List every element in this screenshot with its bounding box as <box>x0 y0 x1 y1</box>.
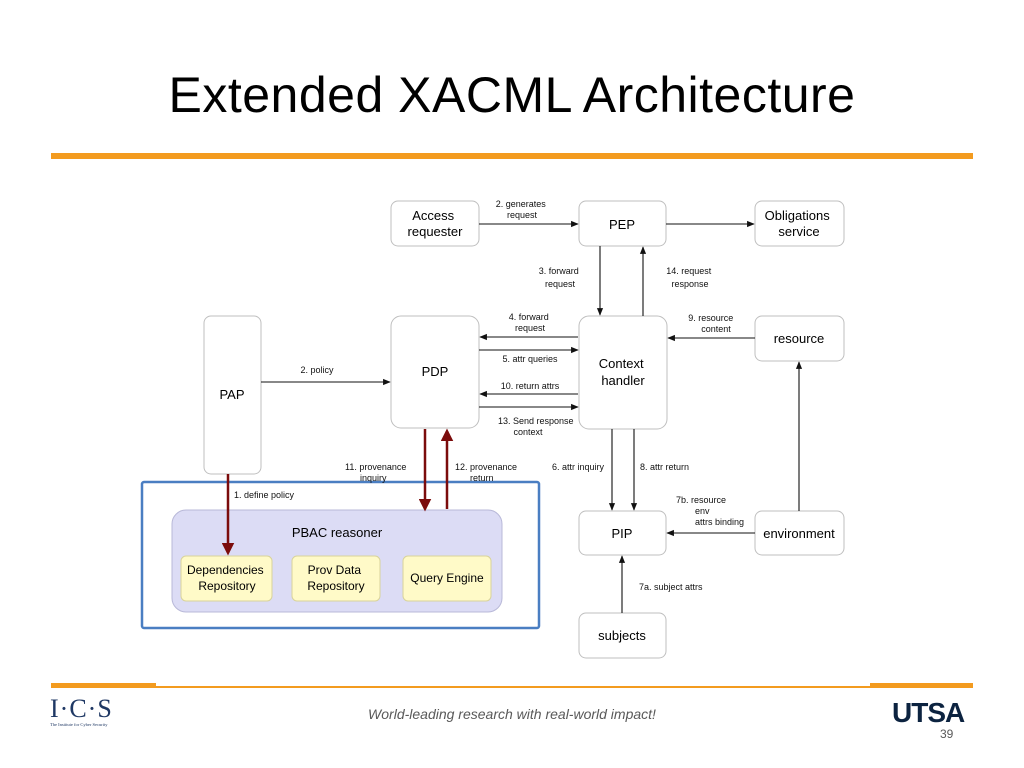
ics-logo: I·C·S The Institute for Cyber Security <box>50 696 120 736</box>
context-handler-label: Context handler <box>599 356 647 388</box>
utsa-logo: UTSA <box>892 697 965 728</box>
footer-tagline: World-leading research with real-world i… <box>368 706 656 722</box>
access-requester-label: Access requester <box>408 208 464 239</box>
prov-data-repository-label: Prov Data Repository <box>307 563 364 593</box>
title-divider <box>51 153 973 159</box>
label-forward-request-4: 4. forward request <box>509 312 552 333</box>
label-subject-attrs-7a: 7a. subject attrs <box>639 582 703 592</box>
pdp-box <box>390 315 480 429</box>
obligations-service-box <box>754 200 845 247</box>
pip-label: PIP <box>612 526 633 541</box>
footer-accent-right <box>870 683 973 688</box>
label-provenance-return-12: 12. provenance return <box>455 462 520 483</box>
label-provenance-inquiry-11: 11. provenance inquiry <box>345 462 409 483</box>
label-attr-queries-5: 5. attr queries <box>502 354 558 364</box>
provenance-extension-group <box>140 480 541 630</box>
pbac-reasoner-label: PBAC reasoner <box>292 525 383 540</box>
pep-label: PEP <box>609 217 635 232</box>
prov-data-repository-box <box>291 555 381 602</box>
dependencies-repository-box <box>180 555 273 602</box>
query-engine-label: Query Engine <box>410 571 484 585</box>
label-send-response-13: 13. Send response context <box>498 416 576 437</box>
ics-logo-letters: I·C·S <box>50 694 113 723</box>
obligations-service-label: Obligations service <box>765 208 834 239</box>
dependencies-repository-label: Dependencies Repository <box>187 563 267 593</box>
label-policy-2: 2. policy <box>300 365 334 375</box>
pip-box <box>578 510 667 556</box>
label-resource-content-9: 9. resource content <box>688 313 736 334</box>
environment-label: environment <box>763 526 835 541</box>
footer-accent-left <box>51 683 156 688</box>
slide-title: Extended XACML Architecture <box>168 67 856 123</box>
label-resource-env-binding-7b: 7b. resource env attrs binding <box>676 495 744 527</box>
label-define-policy-1: 1. define policy <box>234 490 295 500</box>
label-request-response-14: 14. request response <box>666 266 714 289</box>
subjects-label: subjects <box>598 628 646 643</box>
label-return-attrs-10: 10. return attrs <box>501 381 560 391</box>
context-handler-box <box>578 315 668 430</box>
resource-label: resource <box>774 331 825 346</box>
page-number: 39 <box>940 727 954 741</box>
pdp-label: PDP <box>422 364 449 379</box>
pap-box <box>203 315 262 475</box>
pap-label: PAP <box>219 387 244 402</box>
footer-divider <box>51 686 973 688</box>
label-forward-request-3: 3. forward request <box>539 266 582 289</box>
query-engine-box <box>402 555 492 602</box>
ics-logo-subtitle: The Institute for Cyber Security <box>50 722 108 727</box>
label-attr-inquiry-6: 6. attr inquiry <box>552 462 605 472</box>
label-generates-request: 2. generates request <box>496 199 549 220</box>
label-attr-return-8: 8. attr return <box>640 462 689 472</box>
